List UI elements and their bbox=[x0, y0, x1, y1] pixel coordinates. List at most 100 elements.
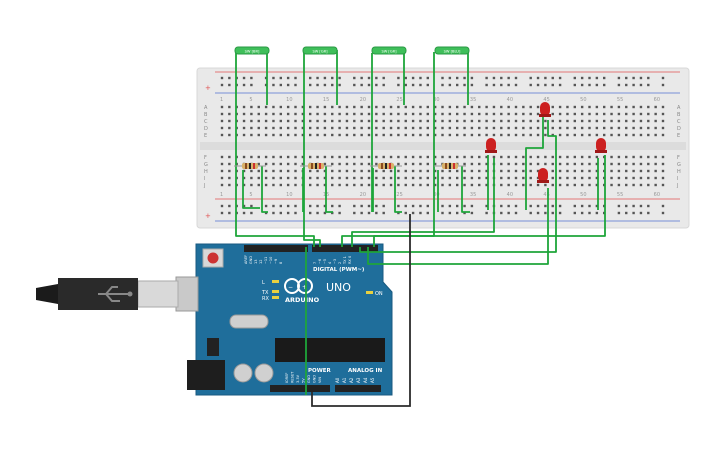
pin-label: 8 bbox=[279, 262, 283, 264]
hole bbox=[433, 169, 437, 173]
hole bbox=[617, 176, 621, 180]
hole bbox=[500, 155, 503, 159]
hole bbox=[397, 155, 400, 159]
hole bbox=[242, 204, 246, 208]
hole bbox=[242, 176, 246, 180]
hole bbox=[478, 133, 481, 137]
hole bbox=[536, 112, 540, 116]
hole bbox=[360, 83, 363, 87]
hole bbox=[551, 83, 554, 87]
hole bbox=[404, 211, 407, 215]
column-number: 5 bbox=[249, 192, 252, 198]
wire bbox=[351, 158, 495, 247]
hole bbox=[478, 119, 481, 123]
row-letter: F bbox=[204, 155, 207, 161]
hole bbox=[286, 126, 290, 130]
pin-label: 3.3V bbox=[296, 374, 300, 383]
power-jack bbox=[187, 360, 225, 390]
hole bbox=[456, 76, 459, 80]
hole bbox=[353, 119, 356, 123]
hole bbox=[426, 162, 429, 166]
hole bbox=[463, 112, 466, 116]
hole bbox=[426, 183, 429, 187]
hole bbox=[419, 155, 422, 159]
row-letter: A bbox=[677, 105, 681, 111]
hole bbox=[625, 105, 628, 109]
hole bbox=[272, 155, 275, 159]
hole bbox=[470, 105, 474, 109]
hole bbox=[294, 76, 297, 80]
hole bbox=[625, 211, 628, 215]
hole bbox=[478, 169, 481, 173]
hole bbox=[625, 176, 628, 180]
hole bbox=[294, 176, 297, 180]
atmega-chip bbox=[275, 338, 385, 362]
hole bbox=[485, 169, 488, 173]
wire bbox=[367, 188, 549, 265]
wire bbox=[525, 116, 544, 210]
red-led bbox=[537, 168, 549, 183]
hole bbox=[580, 126, 584, 130]
hole bbox=[323, 155, 327, 159]
hole bbox=[654, 176, 657, 180]
hole bbox=[448, 133, 452, 137]
hole bbox=[404, 162, 407, 166]
hole bbox=[625, 204, 628, 208]
hole bbox=[529, 176, 532, 180]
hole bbox=[250, 126, 253, 130]
hole bbox=[463, 183, 466, 187]
hole bbox=[286, 112, 290, 116]
hole bbox=[301, 105, 305, 109]
hole bbox=[360, 126, 363, 130]
hole bbox=[397, 176, 400, 180]
wire bbox=[235, 53, 315, 247]
hole bbox=[639, 176, 643, 180]
hole bbox=[411, 126, 415, 130]
hole bbox=[397, 183, 400, 187]
voltage-regulator bbox=[207, 338, 219, 356]
hole bbox=[286, 211, 290, 215]
hole bbox=[309, 211, 312, 215]
hole bbox=[426, 155, 429, 159]
column-number: 10 bbox=[286, 192, 292, 198]
hole bbox=[551, 169, 554, 173]
hole bbox=[522, 105, 525, 109]
hole bbox=[338, 204, 341, 208]
hole bbox=[654, 105, 657, 109]
hole bbox=[485, 112, 488, 116]
hole bbox=[220, 211, 224, 215]
hole bbox=[595, 126, 599, 130]
push-button-label: SW [BR] bbox=[245, 50, 260, 54]
wire bbox=[359, 120, 557, 253]
hole bbox=[595, 112, 599, 116]
hole bbox=[360, 183, 363, 187]
column-number: 1 bbox=[220, 192, 223, 198]
hole bbox=[661, 105, 665, 109]
hole bbox=[264, 133, 268, 137]
hole bbox=[625, 169, 628, 173]
hole bbox=[529, 119, 532, 123]
hole bbox=[617, 204, 621, 208]
hole bbox=[309, 133, 312, 137]
ground-wire bbox=[311, 214, 411, 407]
hole bbox=[441, 204, 444, 208]
hole bbox=[272, 183, 275, 187]
hole bbox=[286, 119, 290, 123]
hole bbox=[448, 119, 452, 123]
hole bbox=[632, 183, 635, 187]
hole bbox=[397, 112, 400, 116]
hole bbox=[228, 112, 231, 116]
hole bbox=[441, 126, 444, 130]
hole bbox=[632, 204, 635, 208]
hole bbox=[603, 112, 606, 116]
hole bbox=[331, 83, 334, 87]
hole bbox=[500, 112, 503, 116]
hole bbox=[433, 126, 437, 130]
hole bbox=[485, 162, 488, 166]
row-letter: B bbox=[677, 112, 681, 118]
column-number: 50 bbox=[580, 192, 586, 198]
hole bbox=[419, 126, 422, 130]
hole bbox=[433, 105, 437, 109]
hole bbox=[389, 155, 393, 159]
hole bbox=[573, 119, 576, 123]
